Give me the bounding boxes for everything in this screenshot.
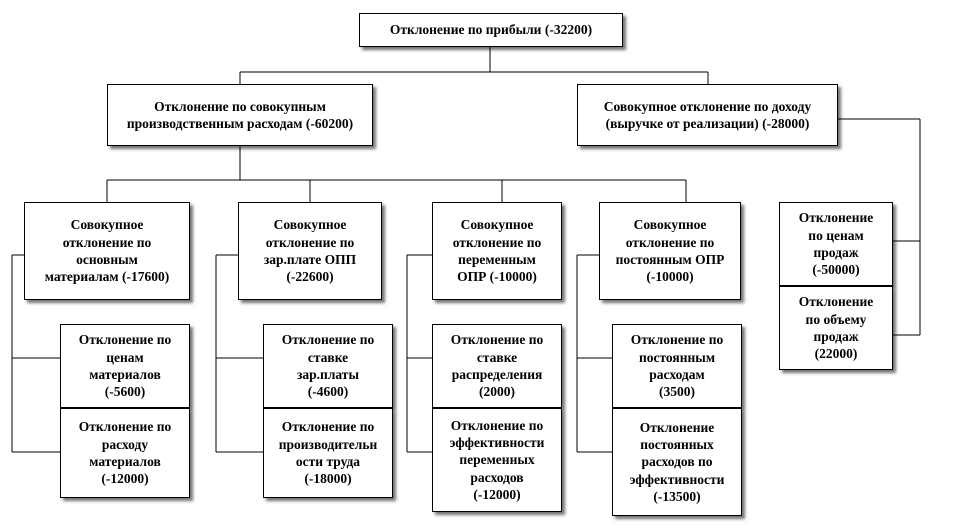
materials-total-variance-label: Совокупное отклонение по основным матери… — [44, 217, 170, 285]
sales-volume-variance-label: Отклонение по объему продаж (22000) — [798, 294, 874, 362]
allocation-rate-variance-label: Отклонение по ставке распределения (2000… — [450, 332, 544, 400]
fixed-efficiency-variance-label: Отклонение постоянных расходов по эффект… — [629, 419, 725, 504]
root-profit-variance-box: Отклонение по прибыли (-32200) — [359, 13, 623, 47]
revenue-total-variance-box: Совокупное отклонение по доходу (выручке… — [577, 84, 838, 146]
labor-productivity-variance-label: Отклонение по производительн ости труда … — [278, 419, 378, 487]
materials-price-variance-box: Отклонение по ценам материалов (-5600) — [60, 324, 190, 408]
materials-price-variance-label: Отклонение по ценам материалов (-5600) — [78, 332, 172, 400]
wage-rate-variance-label: Отклонение по ставке зар.платы (-4600) — [281, 332, 375, 400]
sales-price-variance-box: Отклонение по ценам продаж (-50000) — [779, 202, 893, 286]
wage-rate-variance-box: Отклонение по ставке зар.платы (-4600) — [263, 324, 393, 408]
fixed-efficiency-variance-box: Отклонение постоянных расходов по эффект… — [612, 408, 742, 516]
variable-efficiency-variance-label: Отклонение по эффективности переменных р… — [449, 417, 545, 502]
variable-efficiency-variance-box: Отклонение по эффективности переменных р… — [432, 408, 562, 512]
materials-total-variance-box: Совокупное отклонение по основным матери… — [24, 202, 190, 300]
cost-total-variance-label: Отклонение по совокупным производственны… — [126, 98, 354, 131]
root-profit-variance-label: Отклонение по прибыли (-32200) — [389, 22, 593, 38]
wages-total-variance-label: Совокупное отклонение по зар.плате ОПП (… — [263, 217, 357, 285]
wages-total-variance-box: Совокупное отклонение по зар.плате ОПП (… — [238, 202, 382, 300]
fixed-ohr-total-variance-label: Совокупное отклонение по постоянным ОПР … — [615, 217, 725, 285]
revenue-total-variance-label: Совокупное отклонение по доходу (выручке… — [603, 98, 812, 131]
variable-ohr-total-variance-label: Совокупное отклонение по переменным ОПР … — [452, 217, 542, 285]
cost-total-variance-box: Отклонение по совокупным производственны… — [107, 84, 373, 146]
materials-usage-variance-box: Отклонение по расходу материалов (-12000… — [60, 408, 190, 498]
materials-usage-variance-label: Отклонение по расходу материалов (-12000… — [78, 419, 172, 487]
labor-productivity-variance-box: Отклонение по производительн ости труда … — [263, 408, 393, 498]
sales-price-variance-label: Отклонение по ценам продаж (-50000) — [798, 210, 874, 278]
variable-ohr-total-variance-box: Совокупное отклонение по переменным ОПР … — [432, 202, 562, 300]
fixed-ohr-total-variance-box: Совокупное отклонение по постоянным ОПР … — [599, 202, 741, 300]
allocation-rate-variance-box: Отклонение по ставке распределения (2000… — [432, 324, 562, 408]
fixed-costs-variance-label: Отклонение по постоянным расходам (3500) — [630, 332, 724, 400]
fixed-costs-variance-box: Отклонение по постоянным расходам (3500) — [612, 324, 742, 408]
sales-volume-variance-box: Отклонение по объему продаж (22000) — [779, 286, 893, 370]
